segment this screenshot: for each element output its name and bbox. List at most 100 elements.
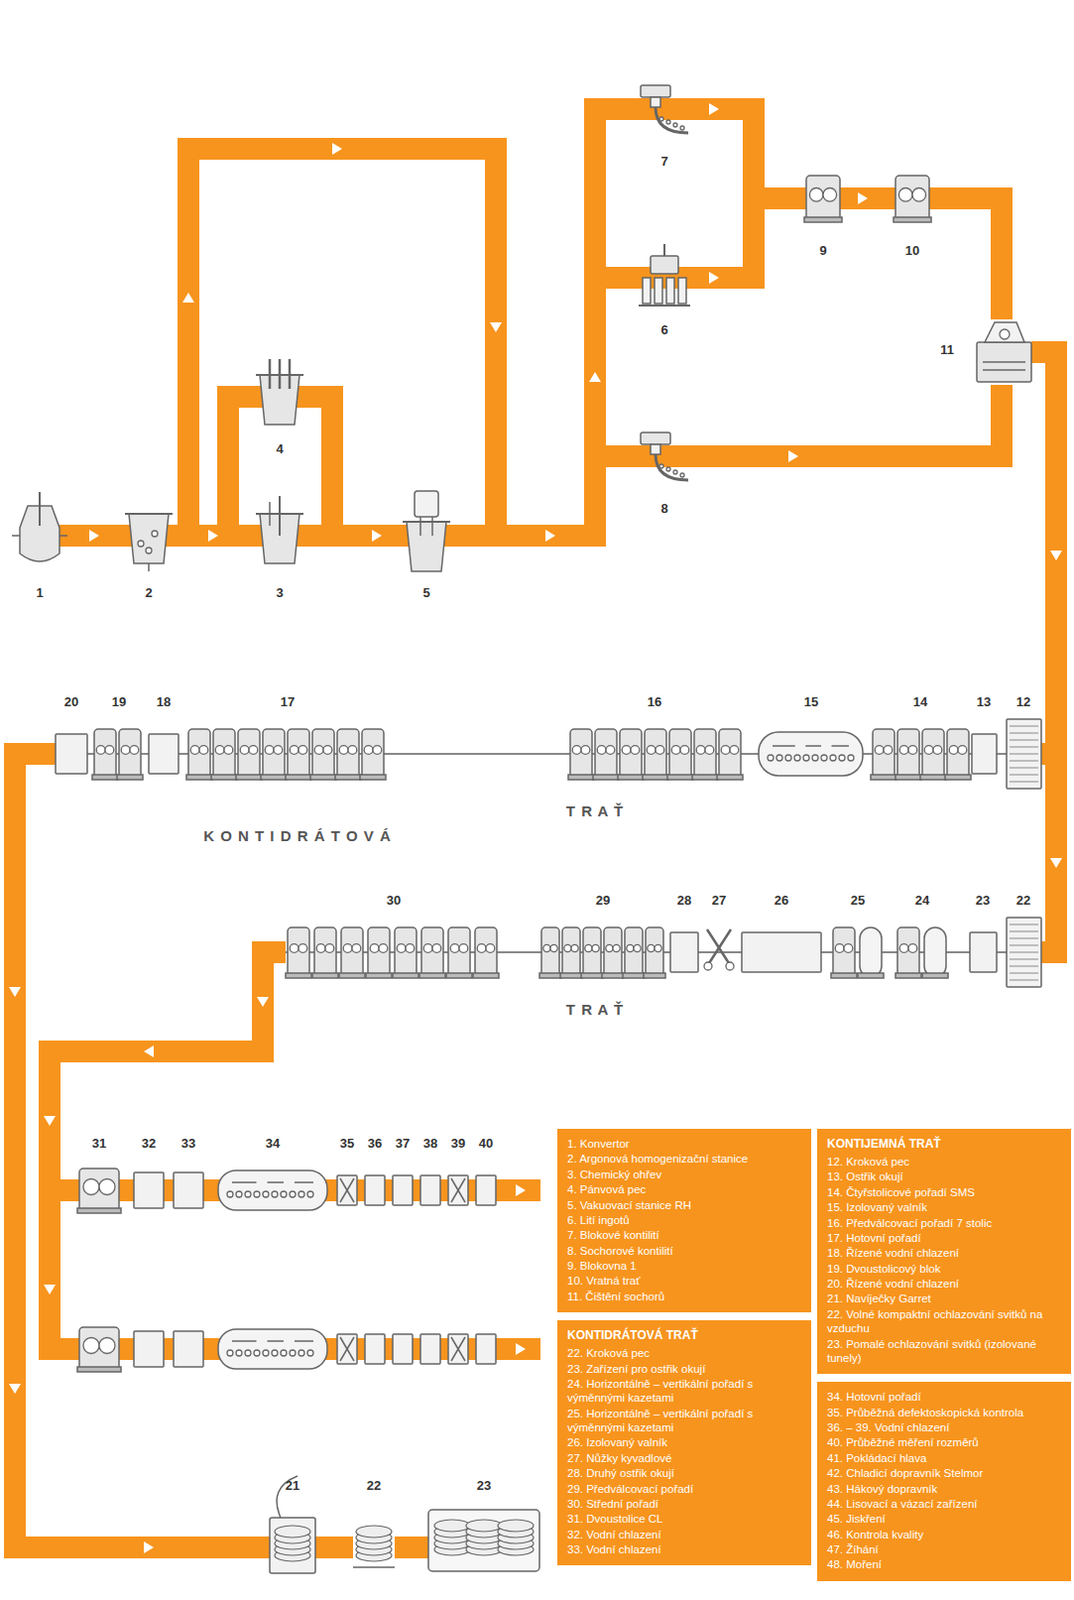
callout-number: 33 — [181, 1135, 196, 1151]
legend-item: 8. Sochorové kontilití — [567, 1243, 802, 1258]
legend-item: 21. Navíječky Garret — [827, 1291, 1062, 1306]
inspection-box — [337, 1333, 358, 1364]
callout-number: 36 — [367, 1135, 382, 1151]
line-title: T R A Ť — [566, 1001, 624, 1017]
rolling-stand — [593, 728, 619, 780]
inspection-box — [340, 1178, 355, 1202]
rolling-stand — [899, 745, 909, 755]
walking-beam-furnace — [1009, 781, 1039, 783]
rolling-stand — [432, 944, 442, 954]
callout-number: 18 — [156, 694, 171, 710]
process-box — [364, 1175, 385, 1205]
legend-panel: 1. Konvertor2. Argonová homogenizační st… — [557, 1128, 812, 1313]
rolling-stand — [601, 927, 624, 978]
rolling-stand — [264, 745, 274, 755]
insulated-table — [289, 1191, 296, 1197]
rolling-stand — [361, 728, 384, 779]
process-box — [971, 733, 997, 774]
rolling-stand — [260, 774, 287, 780]
flow-band — [595, 198, 754, 278]
process-box — [55, 733, 88, 774]
continuous-caster — [666, 119, 671, 124]
callout-number: 34 — [265, 1135, 280, 1151]
legend-item: 22. Kroková pec — [567, 1345, 802, 1360]
callout-number: 37 — [395, 1135, 410, 1151]
rolling-stand — [378, 944, 388, 954]
vertical-stand — [922, 927, 949, 978]
legend-item: 41. Pokládací hlava — [827, 1450, 1062, 1465]
legend-item: 19. Dvoustolicový blok — [827, 1261, 1062, 1276]
rolling-stand — [645, 927, 664, 977]
rolling-stand — [539, 927, 562, 978]
rolling-stand — [117, 728, 143, 780]
rolling-stand — [312, 927, 339, 978]
rolling-stand — [477, 944, 486, 954]
process-box — [420, 1333, 441, 1364]
rolling-stand — [895, 972, 922, 978]
rolling-stand — [581, 745, 591, 755]
converter — [11, 534, 20, 537]
ladle-argon — [124, 512, 173, 515]
billet-cleaning — [976, 342, 1032, 382]
rolling-stand — [895, 927, 922, 978]
insulated-table — [262, 1349, 269, 1356]
legend-item: 45. Jiskření — [827, 1511, 1062, 1526]
rolling-stand — [624, 927, 643, 977]
legend-item: 27. Nůžky kyvadlové — [567, 1450, 802, 1465]
rolling-stand — [716, 774, 743, 780]
legend-item: 40. Průběžné měření rozměrů — [827, 1434, 1062, 1449]
rolling-stand — [644, 728, 667, 779]
ingot-casting — [650, 255, 679, 274]
rolling-stand — [77, 1168, 121, 1213]
insulated-table — [267, 1181, 285, 1184]
rolling-stand — [215, 745, 225, 755]
garret-coiler — [269, 1475, 316, 1573]
legend-item: 42. Chladicí dopravník Stelmor — [827, 1465, 1062, 1480]
walking-beam-furnace — [1009, 958, 1039, 960]
rolling-stand — [899, 944, 909, 954]
rolling-stand — [572, 745, 582, 755]
insulated-table — [758, 731, 863, 776]
rolling-stand — [446, 972, 473, 978]
rolling-stand — [92, 728, 119, 780]
flow-arrow — [371, 529, 382, 542]
rolling-stand — [119, 728, 141, 779]
ladle-argon — [147, 563, 150, 572]
rh-degasser — [406, 521, 447, 572]
rolling-stand — [595, 728, 617, 779]
callout-number: 3 — [275, 585, 283, 600]
rolling-stand — [809, 188, 824, 203]
inspection-box — [337, 1333, 358, 1364]
legend-item: 11. Čištění sochorů — [567, 1289, 802, 1304]
legend-panel: KONTIDRÁTOVÁ TRAŤ22. Kroková pec23. Zaří… — [557, 1319, 812, 1565]
rolling-stand — [363, 745, 373, 755]
callout-number: 9 — [819, 242, 827, 258]
rolling-stand — [870, 774, 897, 780]
process-box — [173, 1172, 204, 1208]
rolling-stand — [273, 745, 283, 755]
process-box — [476, 1333, 496, 1364]
rolling-stand — [310, 728, 337, 780]
inspection-box — [448, 1175, 469, 1205]
rolling-stand — [831, 927, 857, 978]
rolling-stand — [238, 728, 260, 779]
ladle-heating — [268, 501, 271, 526]
rolling-stand — [339, 745, 349, 755]
callout-number: 29 — [596, 892, 610, 908]
insulated-table — [218, 1170, 328, 1210]
flow-arrow — [143, 1541, 154, 1553]
rolling-stand — [450, 944, 460, 954]
flow-arrow — [709, 103, 719, 116]
ladle-furnace — [268, 358, 272, 389]
rolling-stand — [622, 972, 645, 978]
walking-beam-furnace — [1006, 917, 1042, 987]
flow-arrow — [1050, 857, 1063, 868]
walking-beam-furnace — [1009, 952, 1039, 954]
flow-arrow — [1050, 550, 1063, 561]
continuous-caster — [659, 464, 664, 469]
callout-number: 39 — [451, 1135, 466, 1151]
walking-beam-furnace — [1009, 746, 1039, 748]
ingot-casting — [654, 277, 663, 304]
insulated-table — [294, 1339, 314, 1342]
